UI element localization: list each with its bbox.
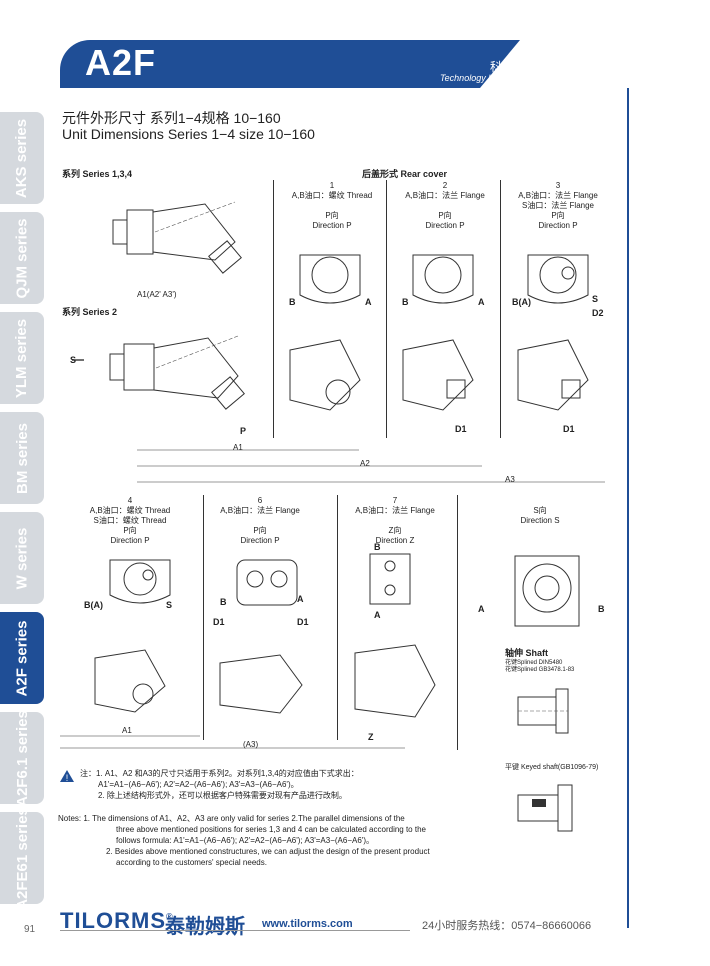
rear-cover-label: 后盖形式 Rear cover — [362, 169, 448, 179]
d1-label-6a: D1 — [213, 617, 225, 627]
direction-z-label: Z — [368, 732, 374, 742]
brand-cn: 泰勒姆斯 — [165, 916, 245, 938]
overall-dimension-lines — [137, 449, 605, 483]
port-a-6: A — [297, 594, 304, 604]
dim-a3-paren: (A3) — [243, 740, 259, 749]
shaft-spline-din: 花键Splined DIN5480 — [505, 660, 563, 666]
cover-6-side — [219, 654, 303, 714]
slogan-en: Technology brings a strong driving force… — [440, 73, 602, 83]
divider — [386, 180, 387, 438]
dim-a1-paren: A1(A2' A3') — [137, 290, 177, 299]
pump-series2-drawing — [72, 335, 245, 410]
d1-label-3: D1 — [563, 424, 575, 434]
notes-block: 注：1. A1、A2 和A3的尺寸只适用于系列2。对系列1,3,4的对应值由下式… — [58, 769, 430, 867]
port-b-s: B — [598, 604, 605, 614]
direction-s-view — [514, 555, 580, 627]
divider — [203, 495, 204, 740]
keyed-shaft-title: 平键 Keyed shaft(GB1096-79) — [505, 764, 599, 771]
port-s-4: S — [166, 600, 173, 610]
port-a-1: A — [365, 297, 372, 307]
row2-dimension-lines — [60, 735, 405, 749]
divider — [273, 180, 274, 438]
direction-p-arrow-label: P — [240, 426, 247, 436]
tab-ylm-series[interactable]: YLM series — [0, 312, 44, 404]
port-a-7: A — [374, 610, 381, 620]
cover-4-side — [94, 649, 166, 713]
cover-2-face — [412, 254, 474, 304]
cover-3-face — [527, 254, 589, 304]
port-ba-3: B(A) — [512, 297, 531, 307]
divider — [337, 495, 338, 740]
dim-a2: A2 — [360, 459, 370, 468]
svg-text:!: ! — [66, 773, 69, 782]
slogan-cn: 科技带来强劲动力！ — [490, 60, 599, 74]
d1-label-6b: D1 — [297, 617, 309, 627]
cover-4-face — [109, 559, 171, 604]
port-s-label: S — [70, 355, 77, 365]
port-b-2: B — [402, 297, 409, 307]
cover-1-face — [299, 254, 361, 304]
keyed-shaft-drawing — [517, 784, 573, 832]
cover-7-side — [354, 644, 436, 718]
shaft-title: 轴伸 Shaft — [505, 648, 549, 658]
series-134-label: 系列 Series 1,3,4 — [62, 169, 133, 179]
tab-qjm-series[interactable]: QJM series — [0, 212, 44, 304]
tab-bm-series[interactable]: BM series — [0, 412, 44, 504]
website-link[interactable]: www.tilorms.com — [262, 918, 353, 930]
shaft-spline-gb: 花键Splined GB3478.1-83 — [505, 667, 575, 673]
port-a-2: A — [478, 297, 485, 307]
cover-3-side — [517, 339, 589, 411]
footer-rule — [60, 930, 410, 931]
heading-en: Unit Dimensions Series 1−4 size 10−160 — [62, 126, 315, 142]
hotline-text: 24小时服务热线：0574−86660066 — [422, 920, 592, 932]
port-s-3: S — [592, 294, 599, 304]
port-a-s: A — [478, 604, 485, 614]
pump-series134-drawing — [112, 201, 242, 274]
tab-w-series[interactable]: W series — [0, 512, 44, 604]
tab-aks-series[interactable]: AKS series — [0, 112, 44, 204]
header-band — [60, 40, 630, 88]
dim-a3: A3 — [505, 475, 515, 484]
splined-shaft-drawing — [517, 688, 569, 734]
divider — [500, 180, 501, 438]
d1-label-2: D1 — [455, 424, 467, 434]
dim-a1-row2: A1 — [122, 726, 132, 735]
tab-a2f61-series[interactable]: A2F6.1 series — [0, 710, 44, 806]
tab-a2f-series[interactable]: A2F series — [0, 612, 44, 704]
cover-6-face — [236, 559, 298, 606]
cover-2-side — [402, 339, 474, 411]
port-d2-3: D2 — [592, 308, 604, 318]
series-2-label: 系列 Series 2 — [62, 307, 118, 317]
page-number: 91 — [24, 924, 36, 935]
heading-cn: 元件外形尺寸 系列1−4规格 10−160 — [62, 110, 281, 126]
port-b-1: B — [289, 297, 296, 307]
port-b-7: B — [374, 542, 381, 552]
divider — [457, 495, 458, 750]
cover-7-face — [369, 553, 411, 605]
warning-icon: ! — [60, 770, 74, 782]
tab-a2fe61-series[interactable]: A2FE61 series — [0, 807, 44, 909]
port-b-6: B — [220, 597, 227, 607]
page-title: A2F — [85, 42, 157, 83]
right-rule — [627, 88, 629, 928]
cover-1-side — [289, 339, 361, 411]
port-ba-4: B(A) — [84, 600, 103, 610]
dim-a1: A1 — [233, 443, 243, 452]
brand-logo: TILORMS® — [60, 908, 174, 933]
